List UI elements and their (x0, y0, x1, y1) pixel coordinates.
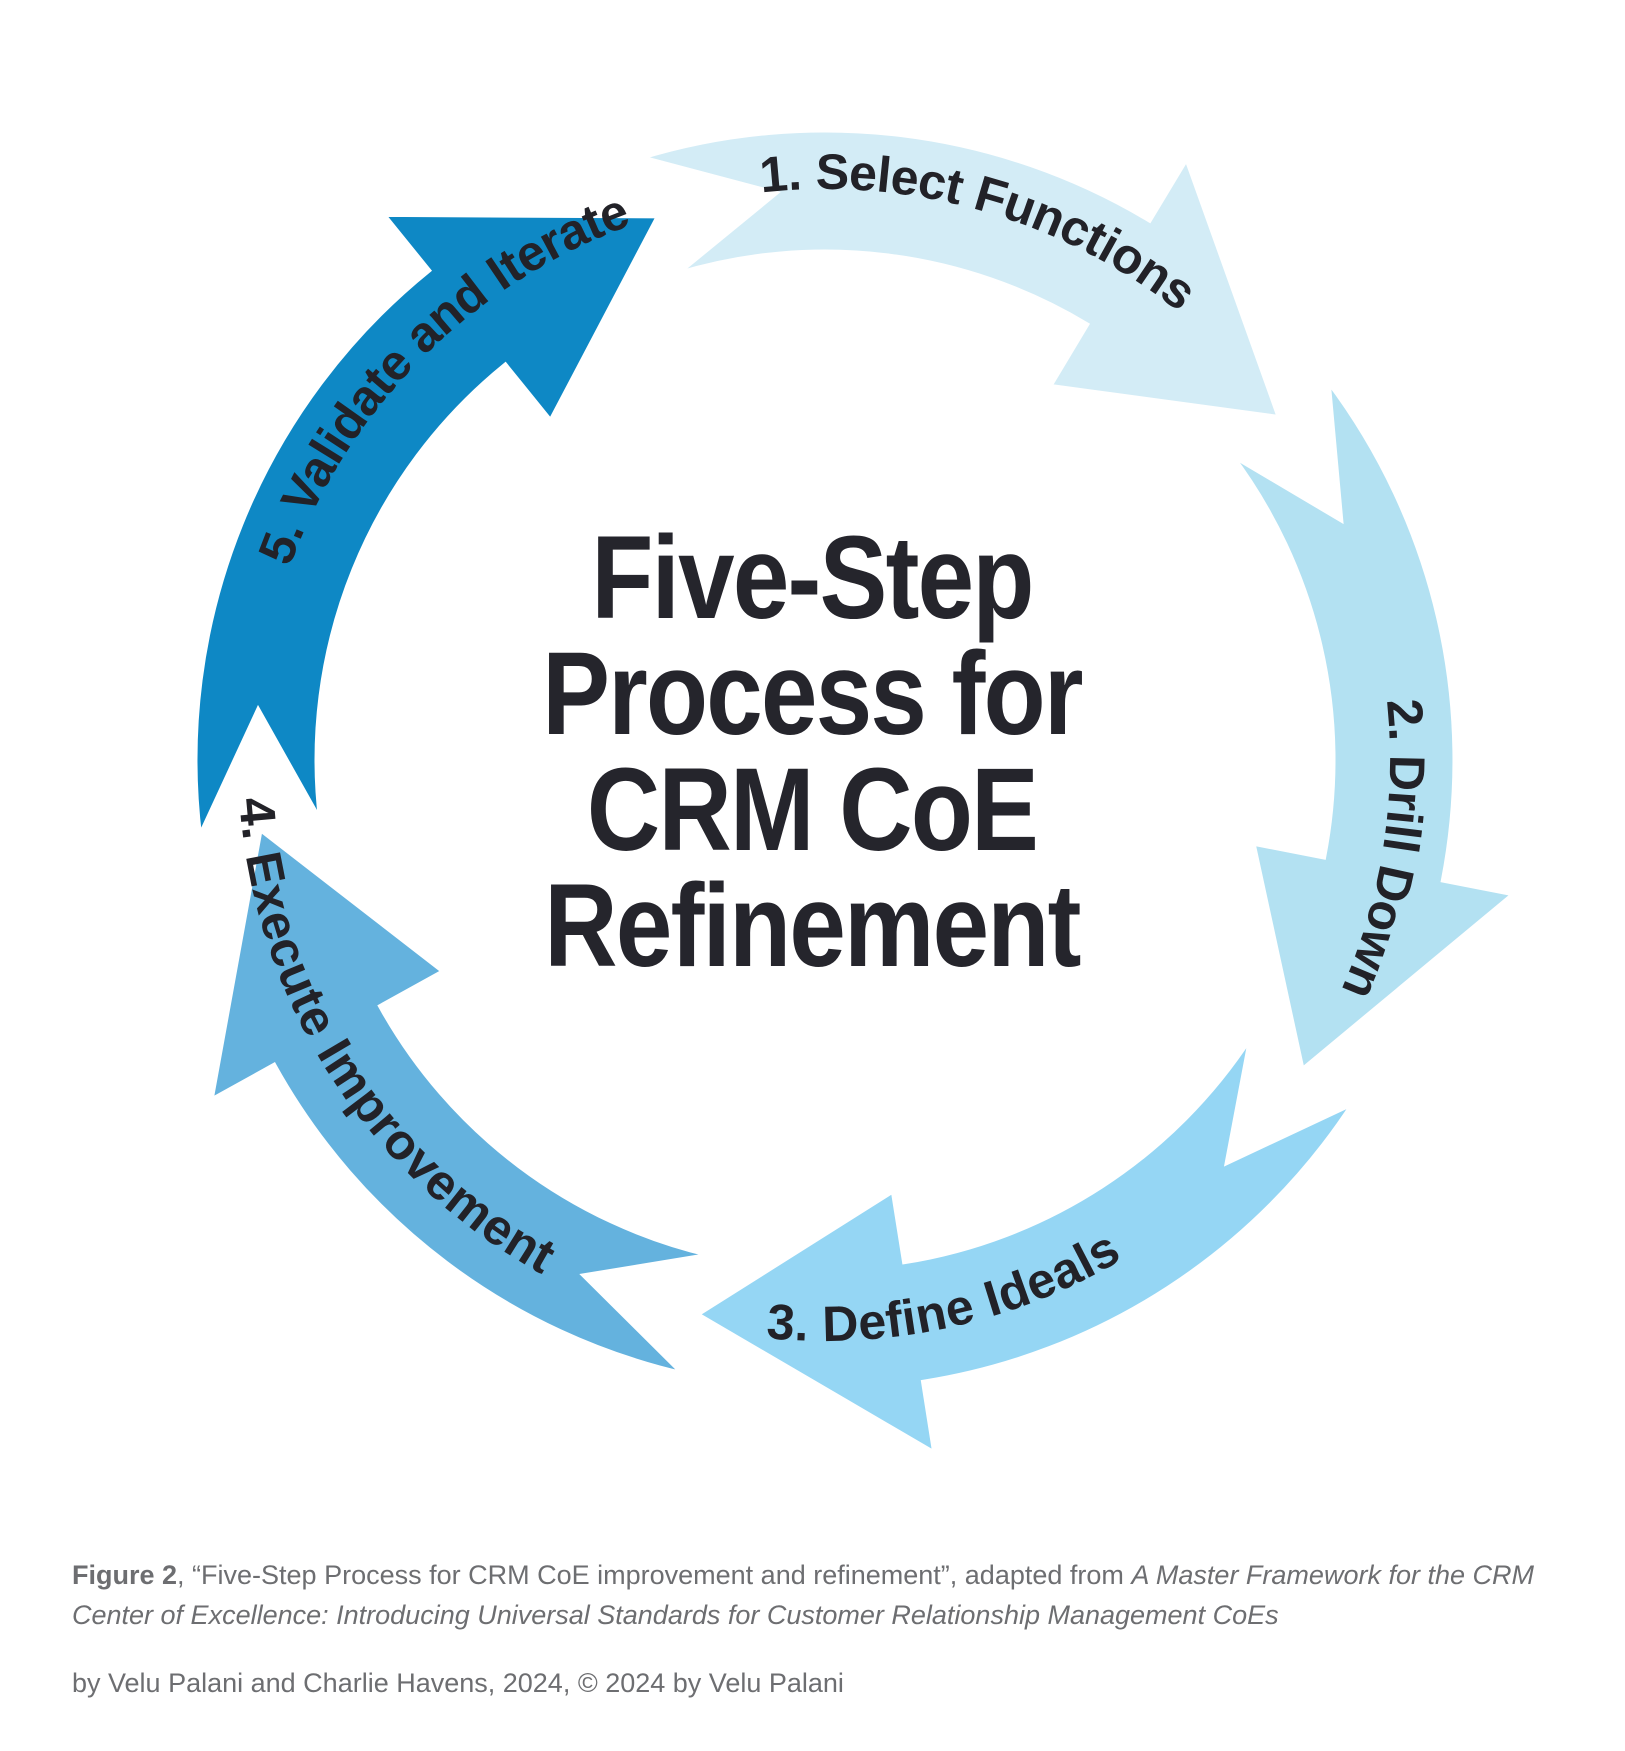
step-arrow-4 (207, 824, 712, 1379)
step-arrow-3 (692, 1035, 1361, 1459)
title-line-3: CRM CoE (586, 744, 1039, 876)
book-title: A Master Framework for the CRM Center of… (72, 1560, 1534, 1630)
step-arrow-2 (1228, 372, 1520, 1075)
figure-caption: Figure 2, “Five-Step Process for CRM CoE… (72, 1555, 1572, 1703)
title-line-1: Five-Step (591, 512, 1034, 644)
caption-credit: by Velu Palani and Charlie Havens, 2024,… (72, 1668, 844, 1698)
caption-text: Figure 2, “Five-Step Process for CRM CoE… (72, 1555, 1572, 1635)
diagram-title: Five-Step Process for CRM CoE Refinement (468, 512, 1156, 992)
title-line-4: Refinement (544, 860, 1081, 992)
step-arrow-1 (631, 127, 1284, 421)
cycle-arrows (192, 127, 1520, 1459)
figure-label: Figure 2 (72, 1560, 178, 1590)
step-arrow-5 (192, 211, 663, 846)
caption-quote: , “Five-Step Process for CRM CoE improve… (177, 1560, 1132, 1590)
title-line-2: Process for (542, 628, 1083, 760)
